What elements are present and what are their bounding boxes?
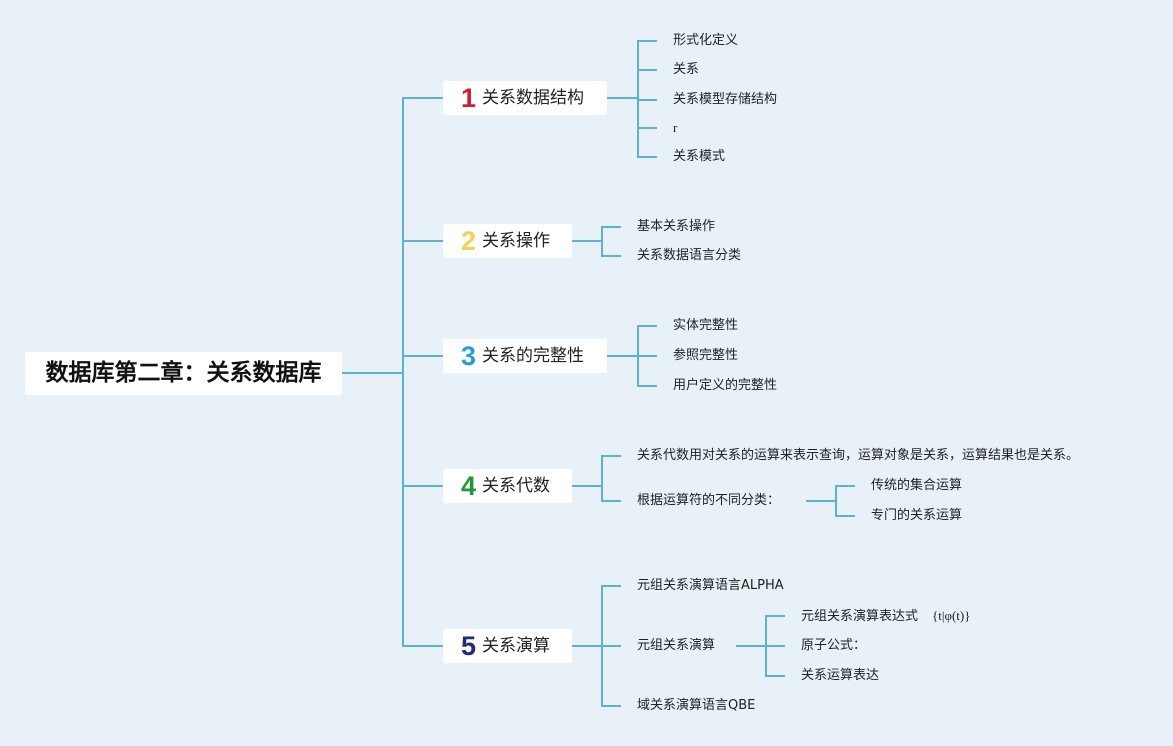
section-number: 2 [461, 226, 477, 256]
section-label: 关系演算 [482, 636, 551, 656]
tuple-formula: {t|φ(t)} [932, 608, 971, 623]
section-number: 5 [461, 631, 477, 661]
section-relational-algebra[interactable]: 4 关系代数 [443, 469, 572, 503]
root-topic[interactable]: 数据库第二章：关系数据库 [25, 352, 342, 395]
section-number: 1 [461, 83, 477, 113]
section-relational-integrity[interactable]: 3 关系的完整性 [443, 339, 607, 373]
leaf-item[interactable]: 用户定义的完整性 [673, 378, 778, 393]
leaf-item[interactable]: 根据运算符的不同分类： [637, 493, 781, 508]
leaf-item[interactable]: 域关系演算语言QBE [637, 698, 756, 713]
leaf-item[interactable]: 实体完整性 [673, 318, 739, 333]
leaf-item[interactable]: 基本关系操作 [637, 219, 716, 234]
leaf-item[interactable]: r [673, 120, 678, 135]
section-label: 关系数据结构 [482, 88, 585, 108]
sub-leaf-item[interactable]: 专门的关系运算 [871, 508, 963, 523]
sub-leaf-item[interactable]: 传统的集合运算 [871, 478, 963, 493]
section-relational-operations[interactable]: 2 关系操作 [443, 224, 572, 258]
section-number: 4 [461, 471, 477, 501]
section-number: 3 [461, 341, 477, 371]
leaf-item[interactable]: 关系模式 [673, 149, 726, 164]
sub-leaf-item[interactable]: 元组关系演算表达式 {t|φ(t)} [801, 607, 970, 626]
sub-leaf-item[interactable]: 原子公式： [801, 638, 867, 653]
section-label: 关系代数 [482, 476, 551, 496]
sub-leaf-item[interactable]: 关系运算表达 [801, 668, 880, 683]
section-relational-data-structure[interactable]: 1 关系数据结构 [443, 81, 607, 115]
sub-leaf-label: 元组关系演算表达式 [801, 609, 919, 624]
leaf-item[interactable]: 参照完整性 [673, 348, 739, 363]
leaf-item[interactable]: 元组关系演算语言ALPHA [637, 578, 784, 593]
leaf-item[interactable]: 关系 [673, 62, 700, 77]
leaf-item[interactable]: 元组关系演算 [637, 638, 716, 653]
section-relational-calculus[interactable]: 5 关系演算 [443, 629, 572, 663]
leaf-item[interactable]: 关系数据语言分类 [637, 248, 742, 263]
leaf-item[interactable]: 关系模型存储结构 [673, 92, 778, 107]
section-label: 关系的完整性 [482, 346, 585, 366]
section-label: 关系操作 [482, 231, 551, 251]
leaf-item[interactable]: 形式化定义 [673, 33, 739, 48]
leaf-item[interactable]: 关系代数用对关系的运算来表示查询，运算对象是关系，运算结果也是关系。 [637, 448, 1080, 463]
